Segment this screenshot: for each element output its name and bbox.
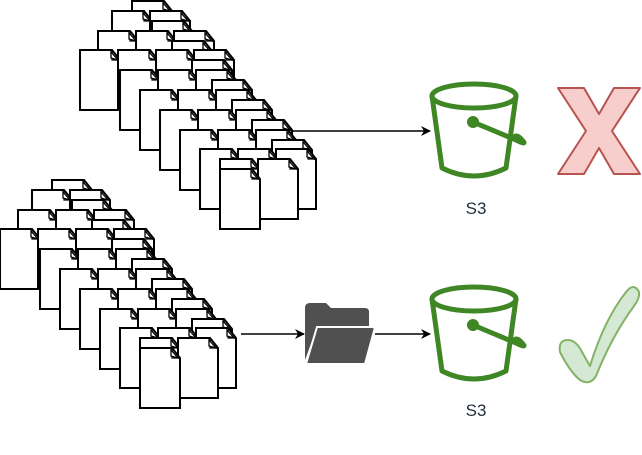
document-icon: [139, 347, 181, 409]
bottom-document-stack: [0, 179, 237, 409]
s3-bucket-icon: [429, 81, 527, 179]
document-icon: [0, 228, 41, 290]
s3-bucket-icon: [429, 284, 527, 382]
top-document-stack: [79, 0, 317, 230]
document-icon: [177, 337, 219, 399]
document-icon: [219, 168, 261, 230]
document-icon: [79, 49, 121, 111]
s3-label-top: S3: [465, 199, 487, 218]
folder-icon: [304, 303, 376, 365]
s3-label-bottom: S3: [465, 401, 487, 420]
document-icon: [257, 158, 299, 220]
checkmark-icon: [558, 286, 641, 384]
cross-icon: [557, 87, 641, 175]
